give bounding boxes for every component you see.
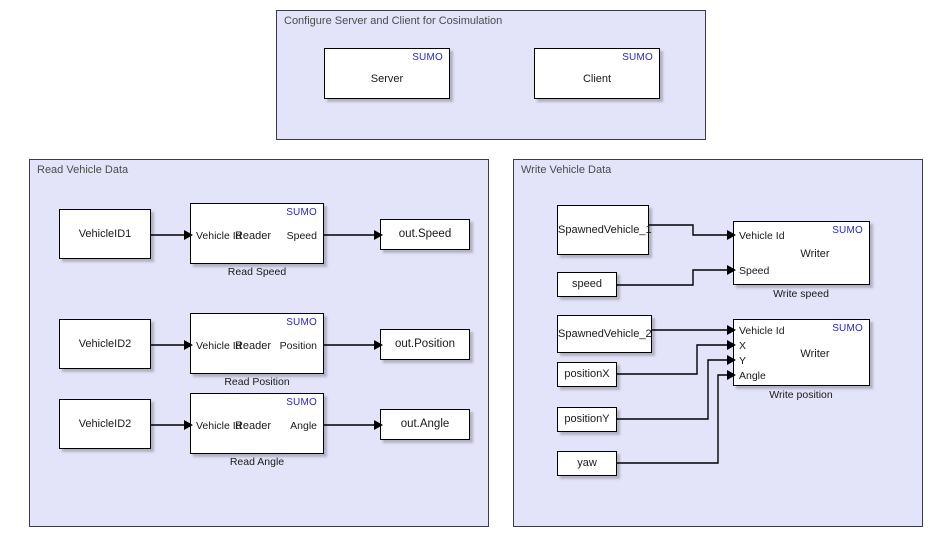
block-label-server: Server xyxy=(370,73,404,85)
output-port-label-position: Position xyxy=(279,340,317,352)
input-port-label-vehicle-id: Vehicle Id xyxy=(739,325,785,337)
sumo-badge: SUMO xyxy=(832,225,863,236)
block-kind-label: Reader xyxy=(234,340,272,352)
block-caption-read-angle: Read Angle xyxy=(229,456,285,468)
block-server[interactable]: SUMO Server xyxy=(324,48,450,99)
output-port-label-angle: Angle xyxy=(290,420,317,432)
input-port-label-speed: Speed xyxy=(739,265,770,277)
source-block-spawnedvehicle-1[interactable]: SpawnedVehicle_1 xyxy=(557,205,652,255)
sumo-badge: SUMO xyxy=(286,397,317,408)
source-block-yaw[interactable]: yaw xyxy=(557,451,617,476)
source-block-vehicleid2-angle[interactable]: VehicleID2 xyxy=(59,399,151,449)
block-caption-read-position: Read Position xyxy=(224,376,290,388)
source-label: VehicleID2 xyxy=(78,338,132,350)
input-port-label-x: X xyxy=(739,340,747,352)
block-kind-label: Writer xyxy=(800,248,830,260)
source-label: VehicleID1 xyxy=(78,228,132,240)
source-label: SpawnedVehicle_2 xyxy=(558,328,652,340)
block-caption-write-speed: Write speed xyxy=(773,288,829,300)
block-label-client: Client xyxy=(582,73,612,85)
source-label: VehicleID2 xyxy=(78,418,132,430)
sumo-badge: SUMO xyxy=(622,52,653,63)
block-write-speed[interactable]: SUMO Vehicle Id Writer Speed xyxy=(733,221,870,285)
panel-title-write: Write Vehicle Data xyxy=(521,164,612,176)
sink-label: out.Angle xyxy=(400,418,450,430)
source-block-speed[interactable]: speed xyxy=(557,272,617,297)
sink-label: out.Position xyxy=(394,338,456,350)
sumo-badge: SUMO xyxy=(412,52,443,63)
block-read-angle[interactable]: SUMO Vehicle Id Reader Angle xyxy=(190,393,324,454)
block-caption-read-speed: Read Speed xyxy=(227,266,287,278)
sink-block-out-position[interactable]: out.Position xyxy=(380,329,470,360)
source-label: positionY xyxy=(564,413,610,425)
block-client[interactable]: SUMO Client xyxy=(534,48,660,99)
panel-title-read: Read Vehicle Data xyxy=(37,164,129,176)
input-port-label-vehicle-id: Vehicle Id xyxy=(739,230,785,242)
sink-block-out-angle[interactable]: out.Angle xyxy=(380,409,470,440)
sink-label: out.Speed xyxy=(398,228,452,240)
source-block-spawnedvehicle-2[interactable]: SpawnedVehicle_2 xyxy=(557,315,652,353)
block-read-position[interactable]: SUMO Vehicle Id Reader Position xyxy=(190,313,324,374)
block-kind-label: Writer xyxy=(800,348,830,360)
source-block-positiony[interactable]: positionY xyxy=(557,407,617,432)
source-label: positionX xyxy=(564,368,610,380)
block-write-position[interactable]: SUMO Vehicle Id X Writer Y Angle xyxy=(733,319,870,386)
source-label: SpawnedVehicle_1 xyxy=(558,224,652,236)
sumo-badge: SUMO xyxy=(286,207,317,218)
block-read-speed[interactable]: SUMO Vehicle Id Reader Speed xyxy=(190,203,324,264)
source-block-vehicleid2-position[interactable]: VehicleID2 xyxy=(59,319,151,369)
panel-title-configure: Configure Server and Client for Cosimula… xyxy=(284,15,503,27)
input-port-label-vehicle-id: Vehicle Id xyxy=(196,230,242,242)
source-block-positionx[interactable]: positionX xyxy=(557,362,617,387)
source-label: yaw xyxy=(577,457,597,469)
block-kind-label: Reader xyxy=(234,230,272,242)
sink-block-out-speed[interactable]: out.Speed xyxy=(380,219,470,250)
source-label: speed xyxy=(572,278,602,290)
sumo-badge: SUMO xyxy=(832,323,863,334)
input-port-label-vehicle-id: Vehicle Id xyxy=(196,340,242,352)
input-port-label-angle: Angle xyxy=(739,370,766,382)
block-kind-label: Reader xyxy=(234,420,272,432)
input-port-label-y: Y xyxy=(739,355,747,367)
input-port-label-vehicle-id: Vehicle Id xyxy=(196,420,242,432)
block-caption-write-position: Write position xyxy=(769,389,833,401)
output-port-label-speed: Speed xyxy=(286,230,317,242)
sumo-badge: SUMO xyxy=(286,317,317,328)
source-block-vehicleid1[interactable]: VehicleID1 xyxy=(59,209,151,259)
